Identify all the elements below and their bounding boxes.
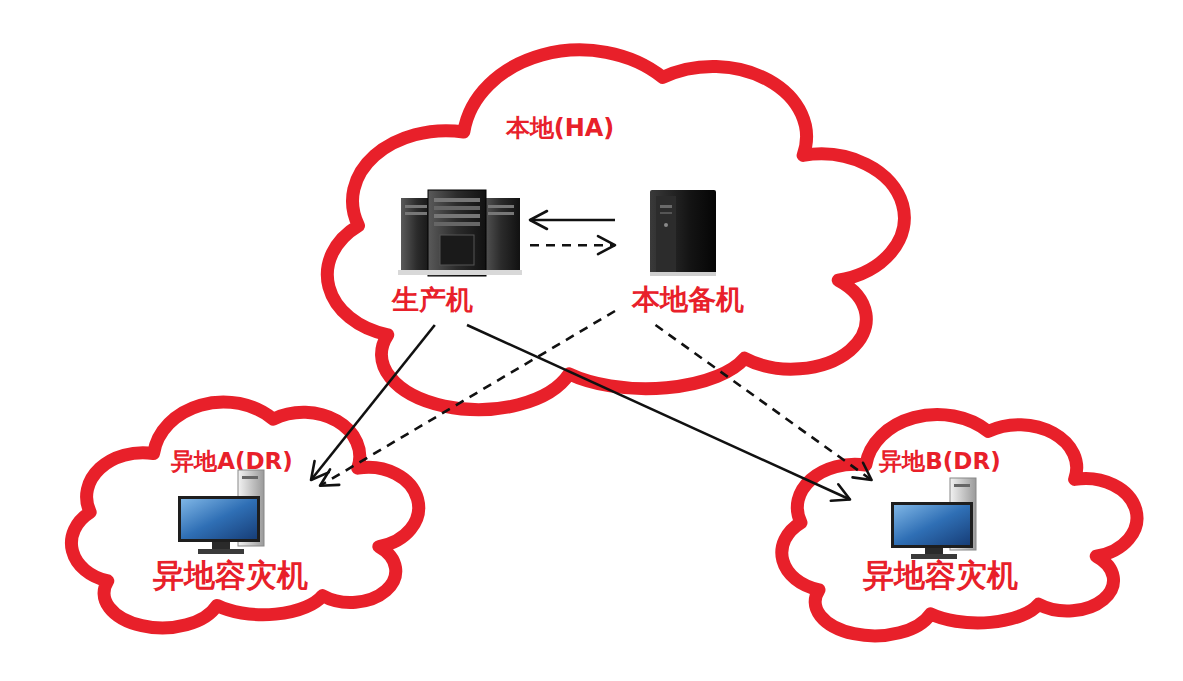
arrow-head bbox=[311, 461, 329, 480]
tower-server-icon bbox=[650, 190, 716, 276]
arrow-head bbox=[598, 236, 615, 254]
solid-connector bbox=[530, 211, 615, 229]
cloud-zone: 异地B(DR) 异地容灾机 bbox=[765, 393, 1125, 633]
cloud-zone: 异地A(DR) 异地容灾机 bbox=[55, 380, 407, 625]
arrow-head bbox=[320, 469, 339, 485]
machine-label: 本地备机 bbox=[632, 285, 744, 316]
connector-line bbox=[530, 219, 615, 222]
machine-label: 异地容灾机 bbox=[863, 558, 1018, 592]
cloud-shape bbox=[782, 414, 1137, 635]
zone-title: 异地A(DR) bbox=[171, 449, 293, 474]
zone-title: 异地B(DR) bbox=[879, 449, 1000, 474]
machine-node: 异地容灾机 bbox=[140, 480, 320, 595]
workstation-icon bbox=[178, 470, 264, 554]
dashed-connector bbox=[530, 236, 615, 254]
connector-line bbox=[320, 311, 615, 486]
cloud-outline bbox=[300, 15, 885, 405]
machine-node: 本地备机 bbox=[615, 185, 750, 325]
cloud-zone: 本地(HA) 生产机 本地备机 bbox=[300, 15, 885, 405]
connector-line bbox=[656, 325, 872, 480]
machine-node: 异地容灾机 bbox=[850, 480, 1030, 595]
cloud-outline bbox=[765, 393, 1125, 633]
workstation-icon bbox=[891, 478, 976, 559]
connector-line bbox=[311, 325, 435, 480]
solid-connector bbox=[311, 325, 435, 480]
machine-label: 生产机 bbox=[392, 285, 473, 315]
solid-connector bbox=[467, 325, 850, 501]
arrow-head bbox=[853, 463, 872, 480]
arrow-head bbox=[831, 484, 850, 500]
dashed-connector bbox=[656, 325, 872, 480]
zone-title: 本地(HA) bbox=[506, 115, 615, 141]
arrow-head bbox=[530, 211, 547, 229]
connector-line bbox=[530, 244, 615, 247]
cloud-shape bbox=[71, 402, 418, 628]
machine-label: 异地容灾机 bbox=[153, 558, 308, 592]
cloud-shape bbox=[327, 50, 904, 410]
machine-node: 生产机 bbox=[390, 185, 530, 325]
server-rack-icon bbox=[398, 190, 522, 276]
dashed-connector bbox=[320, 311, 615, 486]
connector-line bbox=[467, 325, 850, 500]
